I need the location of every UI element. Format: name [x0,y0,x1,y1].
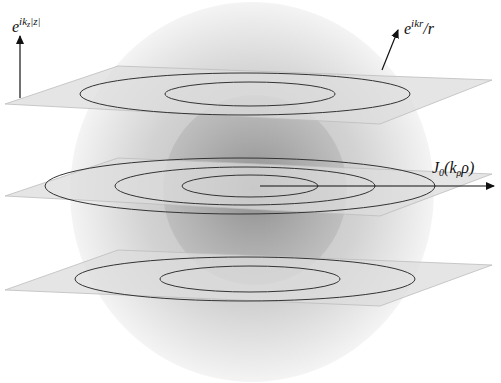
formula-text: |z| [30,15,40,27]
subscript: z [27,20,30,29]
subscript: 0 [439,167,444,178]
formula-label: J0(kρρ) [432,160,474,178]
formula-text: e [404,20,411,37]
subscript: ρ [457,167,462,178]
formula-text: J [432,159,439,176]
superscript: ikz|z| [19,15,40,27]
formula-text: ikr [411,17,423,29]
formula-label: eikr/r [404,18,434,37]
formula-label: eikz|z| [12,16,41,35]
formula-text: z [27,20,30,29]
superscript: ikr [411,17,423,29]
formula-text: ρ) [461,159,474,176]
formula-text: ik [19,15,27,27]
formula-text: ρ [457,167,462,178]
formula-text: 0 [439,167,444,178]
formula-text: e [12,18,19,35]
formula-text: /r [423,20,434,37]
formula-text: (k [444,159,456,176]
